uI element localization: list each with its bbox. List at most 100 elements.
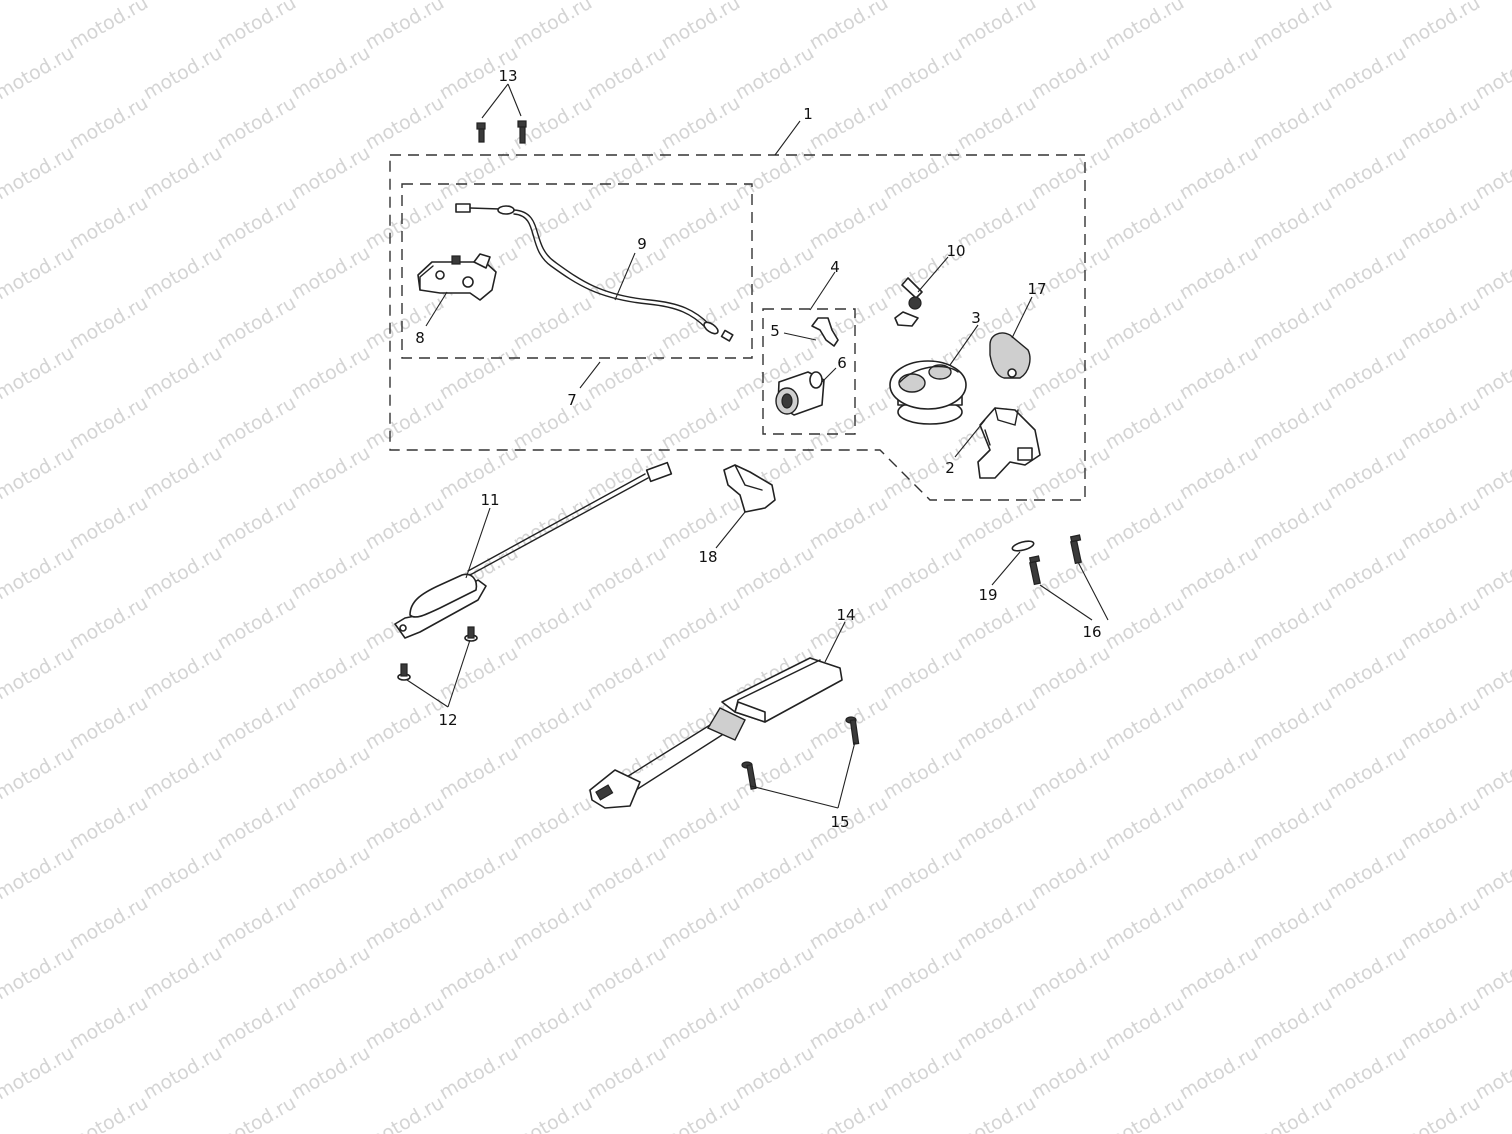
watermark-text: motod.ru <box>510 592 596 655</box>
watermark-text: motod.ru <box>732 942 818 1005</box>
watermark-text: motod.ru <box>1324 242 1410 305</box>
sensor-11 <box>394 461 673 639</box>
watermark-text: motod.ru <box>436 342 522 405</box>
callout-10: 10 <box>946 242 965 260</box>
fuel-cap-3 <box>889 360 967 425</box>
watermark-text: motod.ru <box>1176 942 1262 1005</box>
screw-15-b <box>741 761 757 790</box>
watermark-text: motod.ru <box>0 142 78 205</box>
latch-8 <box>417 253 497 301</box>
watermark-text: motod.ru <box>140 342 226 405</box>
watermark-text: motod.ru <box>1102 992 1188 1055</box>
watermark-text: motod.ru <box>1472 642 1512 705</box>
watermark-text: motod.ru <box>954 92 1040 155</box>
watermark-text: motod.ru <box>214 192 300 255</box>
watermark-text: motod.ru <box>584 542 670 605</box>
watermark-text: motod.ru <box>436 842 522 905</box>
watermark-text: motod.ru <box>1398 492 1484 555</box>
watermark-text: motod.ru <box>1472 542 1512 605</box>
watermark-text: motod.ru <box>510 792 596 855</box>
watermark-text: motod.ru <box>66 0 152 54</box>
watermark-text: motod.ru <box>1398 592 1484 655</box>
watermark-text: motod.ru <box>1250 892 1336 955</box>
watermark-text: motod.ru <box>880 742 966 805</box>
watermark-text: motod.ru <box>66 492 152 555</box>
watermark-text: motod.ru <box>66 1092 152 1134</box>
bracket-18 <box>723 464 776 513</box>
lock-barrel-6 <box>775 371 825 416</box>
watermark-text: motod.ru <box>436 642 522 705</box>
watermark-text: motod.ru <box>1102 292 1188 355</box>
screw-12-a <box>397 663 411 681</box>
watermark-text: motod.ru <box>1250 992 1336 1055</box>
watermark-text: motod.ru <box>288 842 374 905</box>
watermark-text: motod.ru <box>0 742 78 805</box>
watermark-text: motod.ru <box>214 492 300 555</box>
watermark-text: motod.ru <box>1028 542 1114 605</box>
watermark-text: motod.ru <box>1250 1092 1336 1134</box>
callout-7: 7 <box>567 391 577 409</box>
watermark-text: motod.ru <box>362 492 448 555</box>
watermark-text: motod.ru <box>140 142 226 205</box>
watermark-text: motod.ru <box>1398 792 1484 855</box>
callout-8: 8 <box>415 329 425 347</box>
watermark-text: motod.ru <box>1250 692 1336 755</box>
o-ring-19 <box>1011 540 1035 552</box>
watermark-text: motod.ru <box>1176 842 1262 905</box>
watermark-text: motod.ru <box>0 542 78 605</box>
watermark-text: motod.ru <box>66 992 152 1055</box>
watermark-text: motod.ru <box>732 542 818 605</box>
watermark-text: motod.ru <box>1324 142 1410 205</box>
callout-14: 14 <box>836 606 855 624</box>
watermark-text: motod.ru <box>1398 92 1484 155</box>
watermark-text: motod.ru <box>1028 42 1114 105</box>
watermark-text: motod.ru <box>1176 42 1262 105</box>
watermark-text: motod.ru <box>1398 292 1484 355</box>
watermark-text: motod.ru <box>1472 1042 1512 1105</box>
callout-5: 5 <box>770 322 780 340</box>
group-box-7 <box>401 183 753 359</box>
watermark-text: motod.ru <box>1250 392 1336 455</box>
watermark-text: motod.ru <box>288 142 374 205</box>
watermark-text: motod.ru <box>214 692 300 755</box>
watermark-text: motod.ru <box>658 192 744 255</box>
watermark-text: motod.ru <box>732 242 818 305</box>
watermark-text: motod.ru <box>1472 142 1512 205</box>
watermark-text: motod.ru <box>954 692 1040 755</box>
watermark-text: motod.ru <box>1102 392 1188 455</box>
watermark-text: motod.ru <box>1028 442 1114 505</box>
watermark-text: motod.ru <box>584 1042 670 1105</box>
watermark-text: motod.ru <box>1102 492 1188 555</box>
watermark-text: motod.ru <box>214 792 300 855</box>
watermark-text: motod.ru <box>0 42 78 105</box>
watermark-text: motod.ru <box>1324 942 1410 1005</box>
watermark-text: motod.ru <box>436 942 522 1005</box>
watermark-text: motod.ru <box>0 242 78 305</box>
screw-13-left <box>476 122 486 143</box>
callout-9: 9 <box>637 235 647 253</box>
watermark-text: motod.ru <box>362 792 448 855</box>
watermark-text: motod.ru <box>436 142 522 205</box>
watermark-text: motod.ru <box>510 0 596 54</box>
watermark-text: motod.ru <box>1028 942 1114 1005</box>
watermark-text: motod.ru <box>1398 692 1484 755</box>
watermark-text: motod.ru <box>140 942 226 1005</box>
watermark-text: motod.ru <box>954 992 1040 1055</box>
watermark-text: motod.ru <box>510 492 596 555</box>
watermark-text: motod.ru <box>658 792 744 855</box>
watermark-text: motod.ru <box>1250 0 1336 54</box>
watermark-text: motod.ru <box>362 692 448 755</box>
watermark-text: motod.ru <box>806 92 892 155</box>
watermark-text: motod.ru <box>1250 792 1336 855</box>
watermark-text: motod.ru <box>1102 592 1188 655</box>
watermark-text: motod.ru <box>1324 342 1410 405</box>
callouts: 1 2 3 4 5 6 7 8 9 10 11 12 13 14 15 16 1… <box>415 67 1101 831</box>
watermark-text: motod.ru <box>732 142 818 205</box>
watermark-text: motod.ru <box>1324 842 1410 905</box>
watermark-text: motod.ru <box>510 892 596 955</box>
watermark-text: motod.ru <box>362 892 448 955</box>
watermark-text: motod.ru <box>362 0 448 54</box>
cable-9 <box>455 203 734 342</box>
